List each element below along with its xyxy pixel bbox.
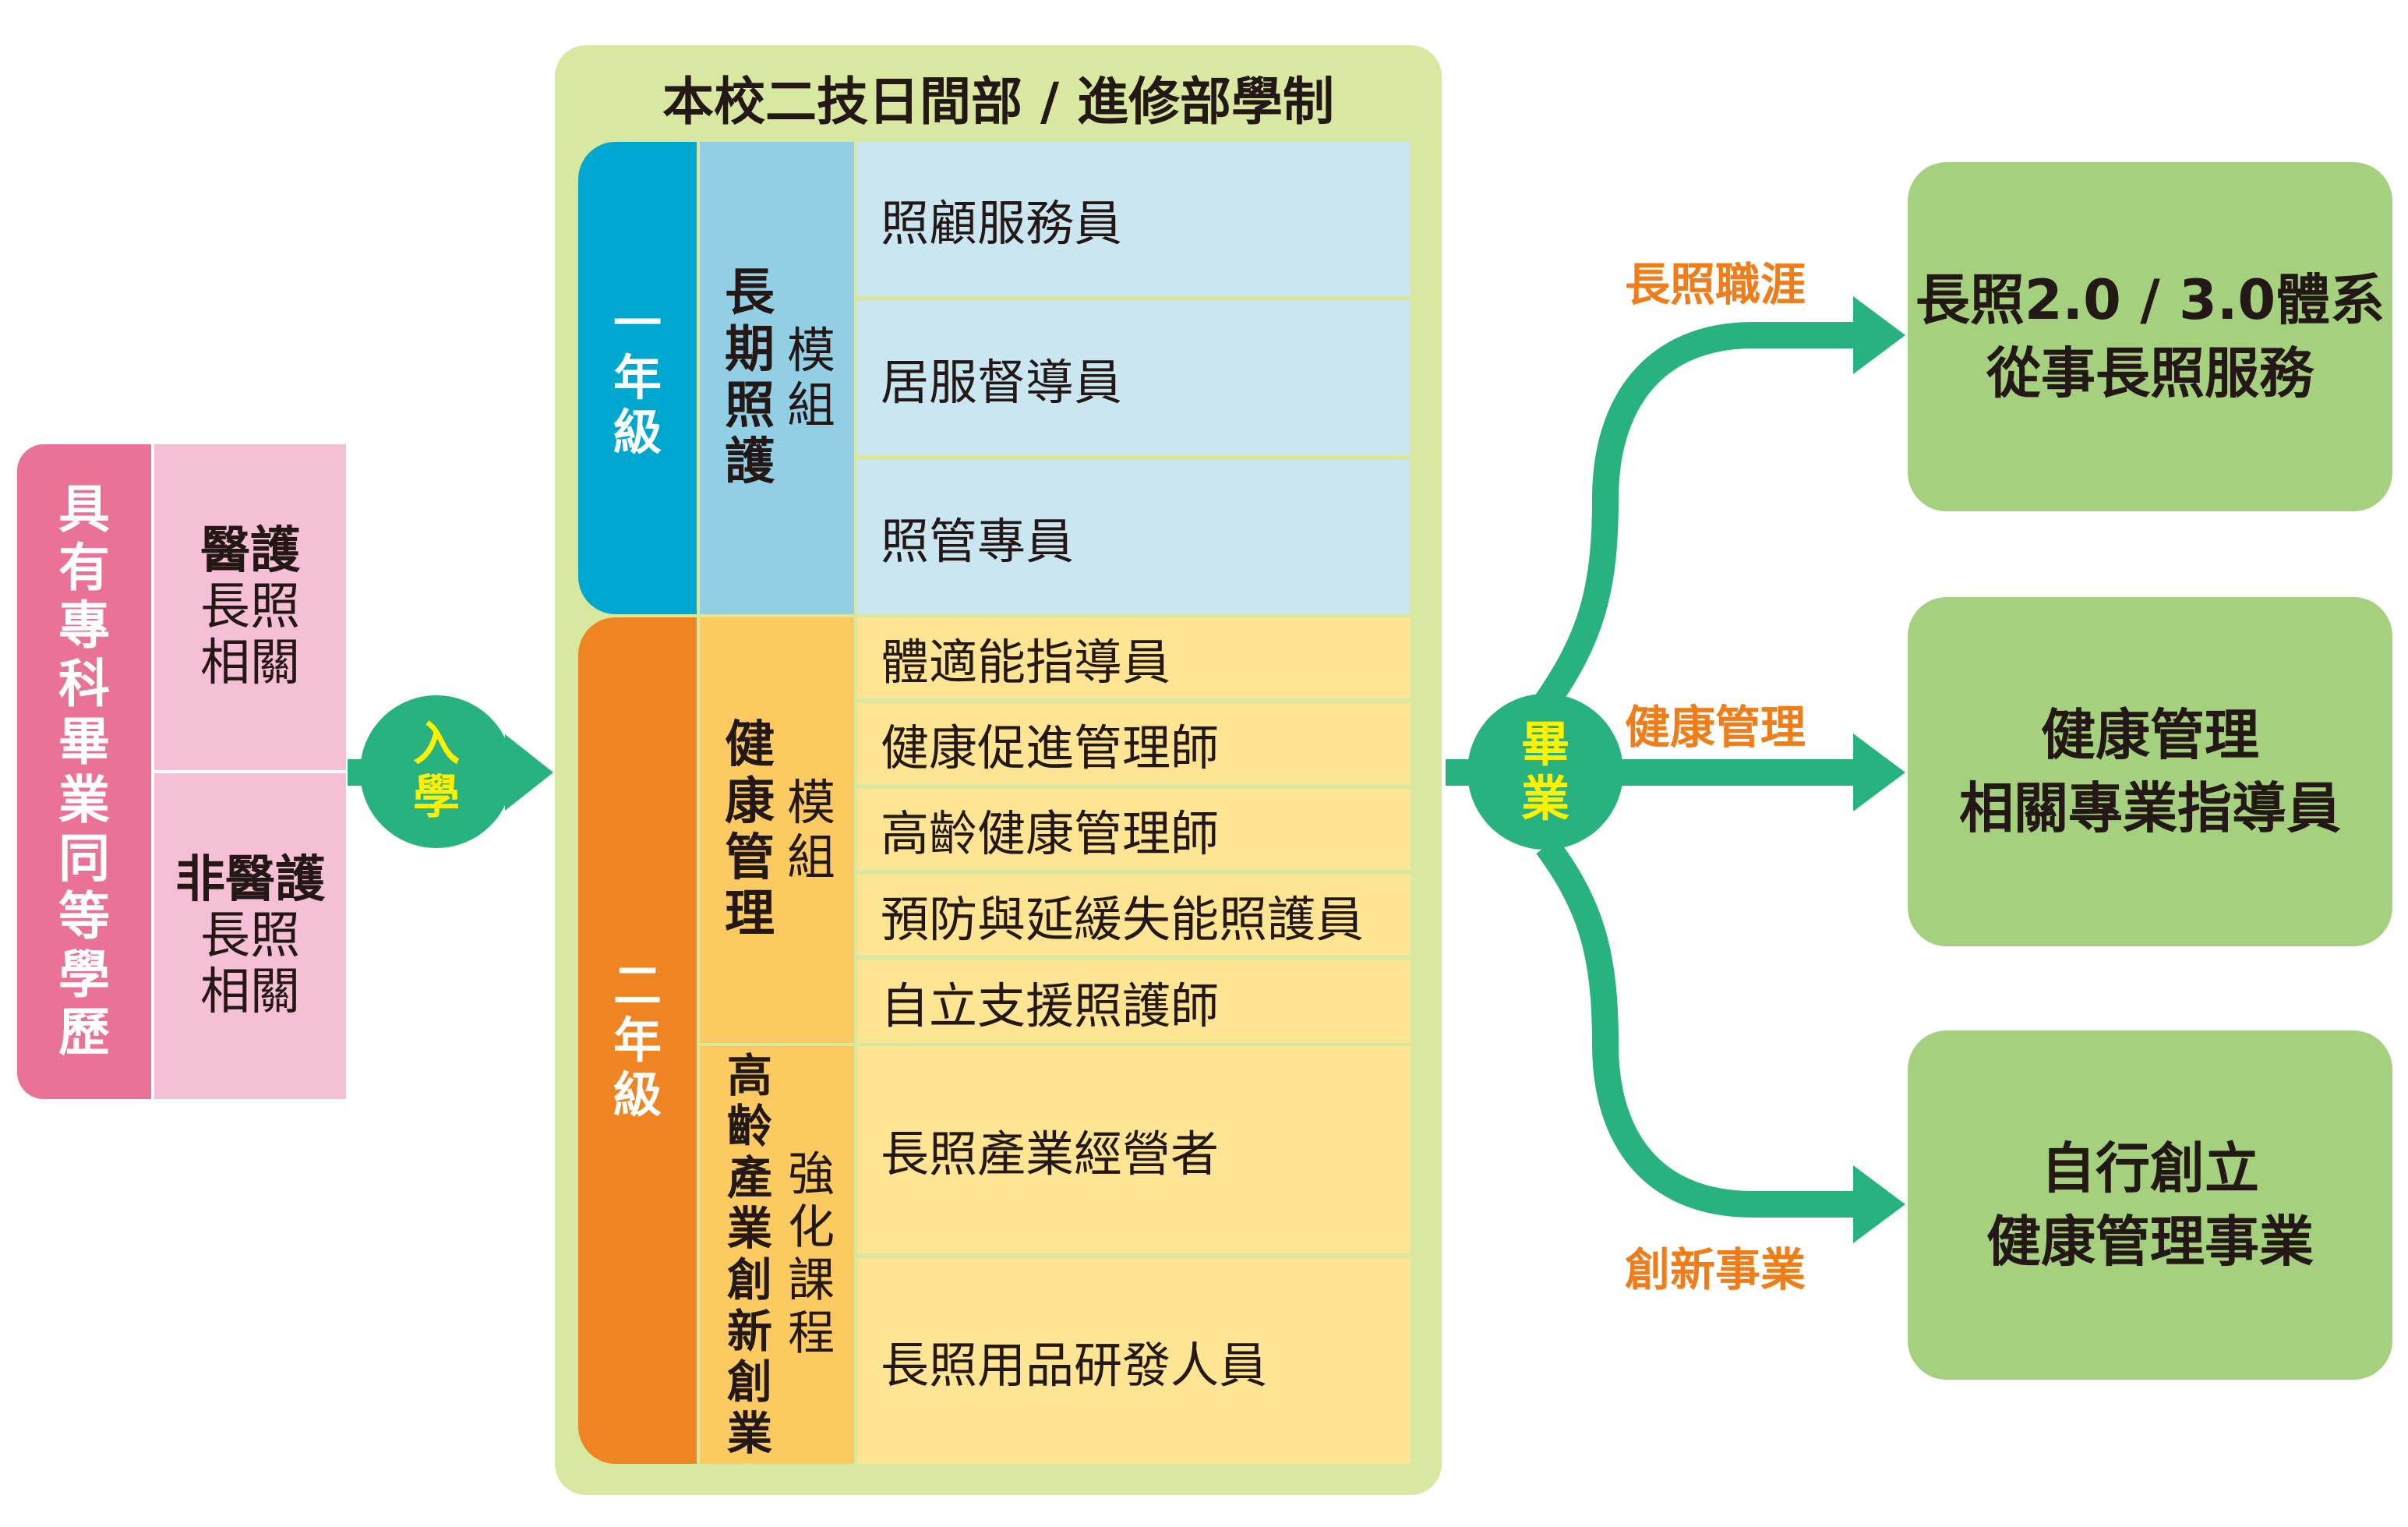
health-module-name: 健康管理 [725, 716, 775, 944]
role-fitness-instructor: 體適能指導員 [857, 617, 1411, 698]
outcome-ltc-line-1: 長照2.0 / 3.0體系 [1915, 267, 2385, 332]
role-care-manager: 照管專員 [857, 460, 1411, 614]
year2-label: 二年級 [578, 617, 697, 1464]
medical-label: 醫護 [200, 521, 300, 580]
role-home-service-supervisor: 居服督導員 [857, 301, 1411, 455]
enter-arrow-head [505, 734, 553, 811]
branch-arrow-bottom [1536, 837, 1859, 1218]
health-module: 健康管理 模組 [700, 617, 854, 1043]
branch-arrow-bottom-head [1853, 1165, 1905, 1243]
role-self-reliance-care-specialist: 自立支援照護師 [857, 960, 1411, 1043]
role-disability-prevention-carer: 預防與延緩失能照護員 [857, 875, 1411, 956]
graduate-badge-text: 畢業 [1520, 715, 1569, 827]
year1-label-text: 一年級 [613, 294, 662, 461]
career-label-ltc: 長照職涯 [1625, 258, 1806, 311]
role-care-attendant: 照顧服務員 [857, 142, 1411, 296]
non-medical-box: 非醫護 長照 相關 [154, 773, 346, 1099]
role-senior-health-manager: 高齡健康管理師 [857, 789, 1411, 870]
branch-arrow-middle [1590, 759, 1859, 786]
outcome-ltc-line-2: 從事長照服務 [1986, 341, 2314, 405]
outcome-start-business: 自行創立 健康管理事業 [1908, 1030, 2392, 1380]
year1-label: 一年級 [578, 142, 697, 614]
outcome-ltc-service: 長照2.0 / 3.0體系 從事長照服務 [1908, 162, 2392, 511]
role-ltc-business-operator: 長照產業經營者 [857, 1046, 1411, 1253]
elder-module-suffix: 強化課程 [788, 1147, 835, 1361]
enter-badge-text: 入學 [413, 717, 460, 825]
program-title: 本校二技日間部 / 進修部學制 [662, 72, 1335, 132]
career-label-innovation: 創新事業 [1625, 1243, 1806, 1296]
graduate-badge: 畢業 [1467, 694, 1623, 850]
elder-industry-module: 高齡產業創新創業 強化課程 [700, 1046, 854, 1464]
medical-line-2: 長照 [200, 578, 300, 636]
outcome-health-instructor: 健康管理 相關專業指導員 [1908, 597, 2392, 946]
branch-arrow-top-head [1853, 296, 1905, 374]
non-medical-label: 非醫護 [175, 850, 325, 909]
career-label-health: 健康管理 [1625, 701, 1806, 754]
non-medical-line-2: 長照 [200, 907, 300, 965]
year1-module-name: 長期照護 [725, 264, 775, 492]
outcome-health-line-2: 相關專業指導員 [1959, 776, 2341, 840]
outcome-business-line-1: 自行創立 [2041, 1136, 2259, 1200]
requirement-text: 具有專科畢業同等學歷 [58, 479, 110, 1063]
role-ltc-product-developer: 長照用品研發人員 [857, 1258, 1411, 1464]
requirement-box: 具有專科畢業同等學歷 [17, 444, 151, 1099]
role-health-promotion-manager: 健康促進管理師 [857, 703, 1411, 784]
outcome-health-line-1: 健康管理 [2041, 702, 2259, 767]
branch-arrow-top [1535, 322, 1859, 709]
year1-module-suffix: 模組 [786, 321, 835, 433]
outcome-business-line-2: 健康管理事業 [1986, 1210, 2314, 1274]
enter-badge: 入學 [360, 695, 513, 848]
year2-label-text: 二年級 [613, 956, 662, 1124]
elder-module-name: 高齡產業創新創業 [726, 1048, 772, 1460]
branch-arrow-middle-head [1853, 733, 1905, 811]
year1-module: 長期照護 模組 [700, 142, 854, 614]
medical-box: 醫護 長照 相關 [154, 444, 346, 770]
medical-line-3: 相關 [200, 634, 300, 693]
non-medical-line-3: 相關 [200, 963, 300, 1022]
health-module-suffix: 模組 [786, 773, 835, 885]
